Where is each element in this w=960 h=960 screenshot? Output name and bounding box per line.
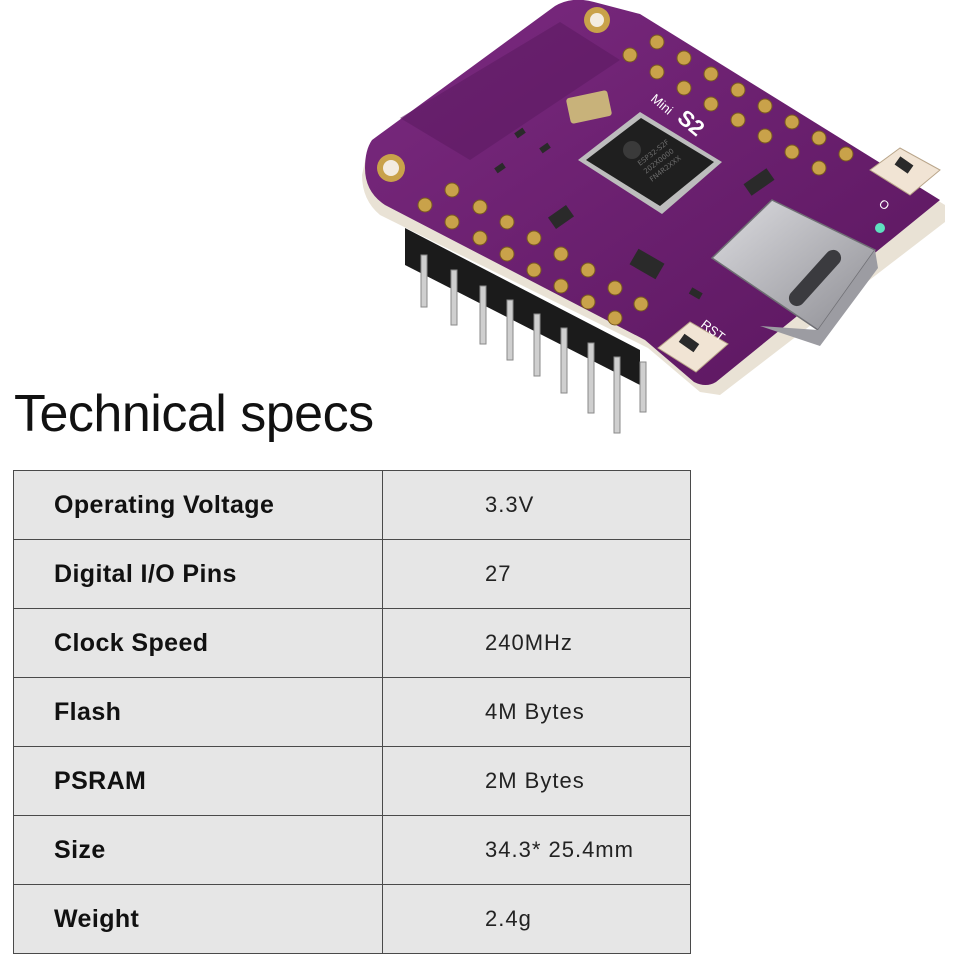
spec-value: 4M Bytes	[382, 677, 691, 747]
table-row: Size 34.3* 25.4mm	[13, 815, 691, 885]
table-row: PSRAM 2M Bytes	[13, 746, 691, 816]
page-title: Technical specs	[14, 385, 374, 443]
specs-table: Operating Voltage 3.3V Digital I/O Pins …	[13, 470, 691, 954]
pin-pads	[417, 34, 854, 326]
smd-components	[494, 127, 775, 300]
spec-value: 2.4g	[382, 884, 691, 954]
table-row: Clock Speed 240MHz	[13, 608, 691, 678]
table-row: Weight 2.4g	[13, 884, 691, 954]
table-row: Operating Voltage 3.3V	[13, 470, 691, 540]
spec-value: 34.3* 25.4mm	[382, 815, 691, 885]
spec-value: 2M Bytes	[382, 746, 691, 816]
spec-label: Digital I/O Pins	[13, 539, 383, 609]
spec-label: Weight	[13, 884, 383, 954]
crystal	[566, 90, 612, 124]
reset-button	[657, 321, 729, 373]
table-row: Flash 4M Bytes	[13, 677, 691, 747]
spec-label: Operating Voltage	[13, 470, 383, 540]
spec-label: Flash	[13, 677, 383, 747]
table-row: Digital I/O Pins 27	[13, 539, 691, 609]
spec-label: Clock Speed	[13, 608, 383, 678]
mounting-holes	[377, 7, 610, 182]
status-led	[875, 223, 885, 233]
spec-value: 3.3V	[382, 470, 691, 540]
spec-value: 27	[382, 539, 691, 609]
spec-value: 240MHz	[382, 608, 691, 678]
spec-label: Size	[13, 815, 383, 885]
board-photo: ESP32-S2F 202X0000 FN4R2XXX S2 Mini	[362, 0, 945, 434]
spec-label: PSRAM	[13, 746, 383, 816]
header-pins	[405, 228, 647, 434]
antenna-area	[400, 22, 620, 160]
usb-c-connector	[710, 199, 878, 346]
esp32-chip: ESP32-S2F 202X0000 FN4R2XXX	[578, 112, 722, 214]
boot-button	[869, 147, 941, 196]
